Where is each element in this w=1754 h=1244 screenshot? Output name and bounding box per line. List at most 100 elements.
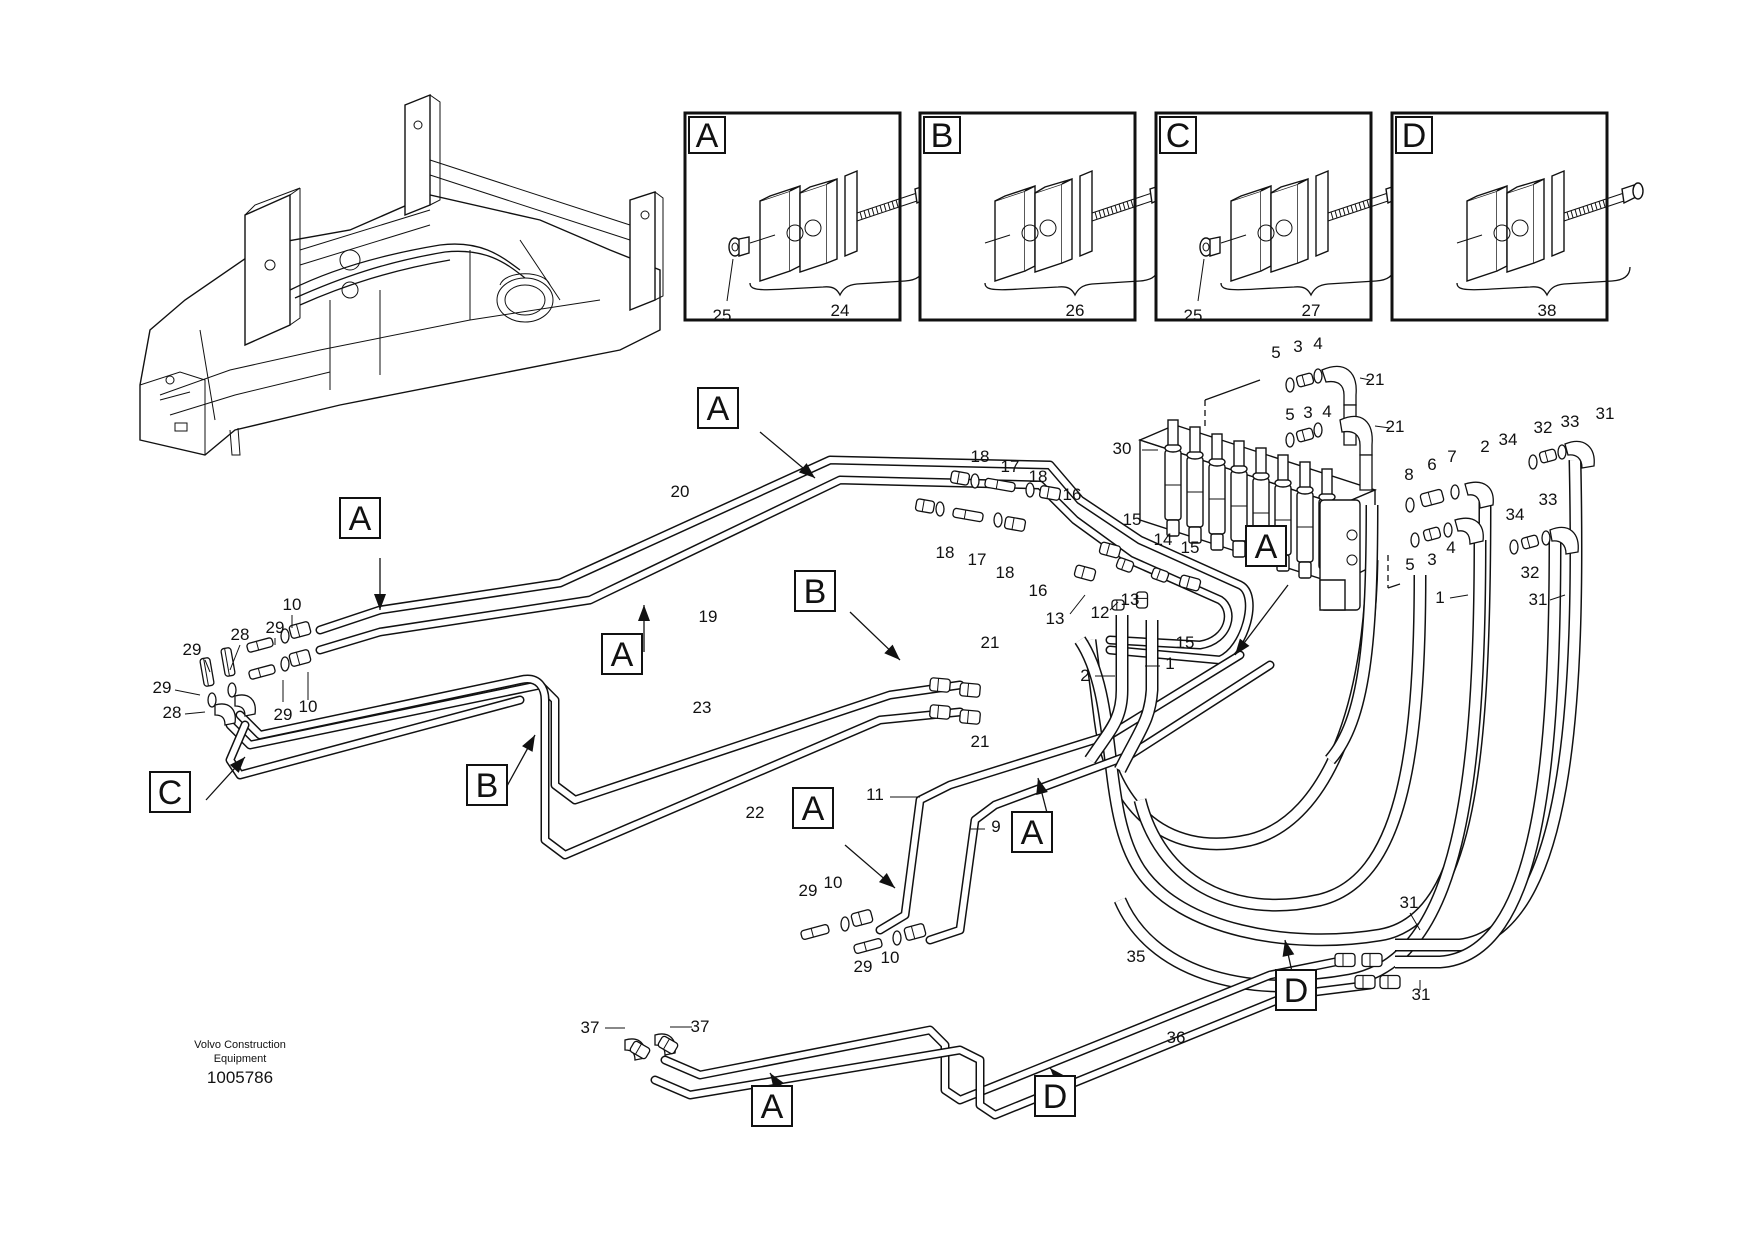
- leader-line: [1374, 425, 1391, 429]
- part-number-32: 32: [1534, 418, 1553, 437]
- callout-letter: D: [1043, 1078, 1068, 1116]
- part-number-30: 30: [1113, 439, 1132, 458]
- union-fitting-icon: [903, 923, 927, 941]
- callout-letter: B: [476, 767, 499, 805]
- part-label: 25: [1184, 306, 1203, 325]
- callout-letter: A: [802, 790, 825, 828]
- part-number-6: 6: [1427, 455, 1436, 474]
- part-number-2: 2: [1080, 666, 1089, 685]
- part-label: 27: [1302, 301, 1321, 320]
- arrow-icon: [638, 605, 650, 621]
- part-number-36: 36: [1167, 1028, 1186, 1047]
- fitting-icon: [959, 682, 981, 698]
- part-number-1: 1: [1165, 654, 1174, 673]
- fitting-icon: [629, 1040, 651, 1060]
- washer-icon: [1285, 432, 1295, 448]
- callout-a: A: [1234, 525, 1289, 656]
- pipe-fittings: [199, 365, 1595, 1061]
- fitting-icon: [1150, 567, 1170, 583]
- part-number-28: 28: [163, 703, 182, 722]
- part-number-9: 9: [991, 817, 1000, 836]
- part-number-15: 15: [1181, 538, 1200, 557]
- elbow-fitting-icon: [1564, 440, 1595, 469]
- washer-icon: [1528, 454, 1538, 470]
- callout-a: A: [339, 497, 386, 610]
- part-number-37: 37: [581, 1018, 600, 1037]
- washer-icon: [1025, 482, 1035, 498]
- part-number-23: 23: [693, 698, 712, 717]
- part-label: 38: [1538, 301, 1557, 320]
- callout-letter: A: [349, 500, 372, 538]
- callout-letter: A: [761, 1088, 784, 1126]
- part-number-7: 7: [1447, 447, 1456, 466]
- washer-icon: [207, 692, 217, 708]
- part-number-18: 18: [996, 563, 1015, 582]
- washer-icon: [993, 512, 1003, 528]
- leader-line: [174, 689, 201, 696]
- pipe-19: [315, 475, 1233, 655]
- detail-panel-letter: A: [696, 117, 719, 155]
- part-number-3: 3: [1427, 550, 1436, 569]
- part-number-31: 31: [1412, 985, 1431, 1004]
- drawing-code: 1005786: [207, 1068, 273, 1087]
- callout-d: D: [1275, 939, 1317, 1011]
- fitting-icon: [1422, 526, 1442, 542]
- part-label: 25: [713, 306, 732, 325]
- part-number-16: 16: [1063, 485, 1082, 504]
- washer-icon: [227, 682, 237, 698]
- part-number-29: 29: [183, 640, 202, 659]
- part-number-22: 22: [746, 803, 765, 822]
- leader-line: [1409, 912, 1421, 931]
- bolt-fitting-icon: [853, 938, 883, 954]
- leader-line: [204, 659, 211, 673]
- bolt-icon: [1563, 182, 1644, 222]
- fitting-icon: [1354, 974, 1376, 990]
- part-number-4: 4: [1446, 538, 1455, 557]
- union-fitting-icon: [288, 649, 312, 667]
- hose-31b: [1395, 539, 1562, 969]
- callout-a: A: [1011, 777, 1053, 853]
- part-number-12: 12: [1091, 603, 1110, 622]
- part-number-29: 29: [153, 678, 172, 697]
- part-number-28: 28: [231, 625, 250, 644]
- elbow-fitting-icon: [234, 694, 256, 717]
- fitting-icon: [1295, 427, 1315, 443]
- leader-line: [184, 711, 206, 715]
- hose-1-2: [1084, 615, 1159, 773]
- part-number-18: 18: [936, 543, 955, 562]
- part-number-35: 35: [1127, 947, 1146, 966]
- fitting-icon: [929, 677, 951, 693]
- part-number-18: 18: [1029, 467, 1048, 486]
- callout-b: B: [466, 734, 536, 806]
- part-number-3: 3: [1303, 403, 1312, 422]
- washer-icon: [280, 628, 290, 644]
- part-number-32: 32: [1521, 563, 1540, 582]
- part-number-31: 31: [1400, 893, 1419, 912]
- part-number-8: 8: [1404, 465, 1413, 484]
- part-number-31: 31: [1596, 404, 1615, 423]
- part-number-16: 16: [1029, 581, 1048, 600]
- callout-c: C: [149, 756, 246, 813]
- pipe-20: [315, 455, 1254, 665]
- part-number-29: 29: [799, 881, 818, 900]
- elbow-fitting-icon: [1454, 517, 1484, 545]
- coupling-icon: [952, 507, 984, 523]
- leader-line: [1549, 594, 1566, 601]
- leader-line: [1069, 594, 1086, 615]
- part-number-2: 2: [1480, 437, 1489, 456]
- part-number-5: 5: [1405, 555, 1414, 574]
- fitting-icon: [1295, 372, 1315, 388]
- pipe-11: [875, 650, 1245, 935]
- manufacturer-subtitle: Equipment: [214, 1053, 267, 1065]
- arrow-icon: [884, 644, 900, 660]
- callout-a: A: [792, 787, 896, 889]
- tee-fitting-icon: [1135, 591, 1149, 609]
- leader-line: [1359, 377, 1371, 381]
- washer-icon: [1443, 522, 1453, 538]
- arrow-icon: [229, 757, 245, 773]
- part-number-14: 14: [1154, 530, 1173, 549]
- clamp-icon: [994, 169, 1093, 282]
